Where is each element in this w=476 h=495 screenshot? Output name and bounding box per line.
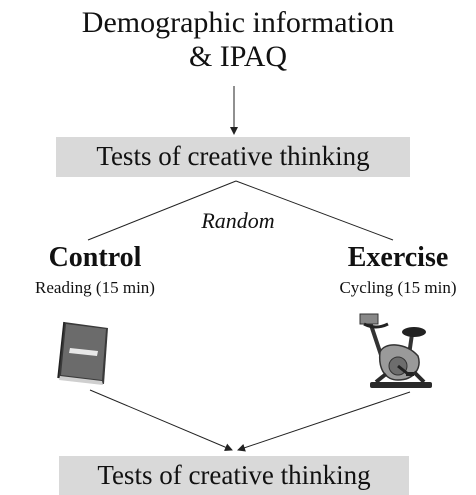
control-subtitle: Reading (15 min) [35, 278, 155, 297]
random-label: Random [201, 208, 275, 233]
book-icon [57, 321, 108, 385]
header-line-2: & IPAQ [188, 40, 288, 73]
header-text: Demographic information & IPAQ [0, 6, 476, 74]
arrow-exercise-to-posttest [237, 391, 411, 452]
posttest-box: Tests of creative thinking [59, 456, 409, 495]
line-pretest-to-exercise [235, 180, 394, 241]
exercise-title: Exercise [347, 242, 449, 273]
exercise-bike-icon [359, 313, 432, 388]
pretest-box: Tests of creative thinking [56, 137, 410, 177]
control-title: Control [48, 242, 142, 273]
arrow-control-to-posttest [89, 389, 233, 451]
header-line-1: Demographic information [81, 6, 395, 39]
exercise-subtitle: Cycling (15 min) [339, 278, 457, 297]
line-pretest-to-control [87, 180, 237, 241]
